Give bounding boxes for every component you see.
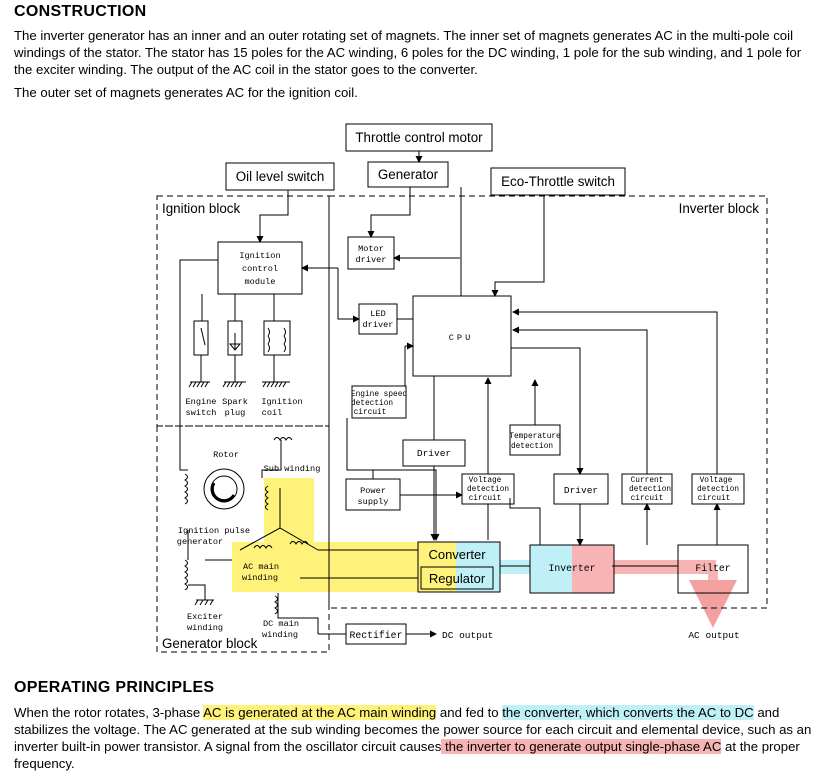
regulator-label: Regulator [429, 571, 486, 586]
engine-speed-line3: circuit [354, 409, 387, 417]
ignition-block-label: Ignition block [162, 201, 240, 216]
spark-plug-line2: plug [225, 408, 246, 418]
ac-main-winding-line1: AC main [243, 562, 279, 572]
pink-link [612, 560, 716, 574]
ignition-coil-line2: coil [262, 408, 283, 418]
generator-block-outline [156, 425, 330, 653]
converter-label: Converter [428, 547, 486, 562]
voltage-detection-1-line1: Voltage [469, 477, 502, 485]
driver-2-label: Driver [564, 485, 598, 496]
yellow-highlight-sub-winding [264, 478, 314, 542]
voltage-detection-1-line3: circuit [469, 495, 502, 503]
operating-text-2: and fed to [436, 705, 503, 720]
motor-driver-line1: Motor [358, 244, 384, 254]
generator-label: Generator [378, 167, 439, 182]
generator-block-label: Generator block [162, 636, 258, 651]
voltage-detection-1-line2: detection [467, 486, 509, 494]
voltage-detection-2-line2: detection [697, 486, 739, 494]
voltage-detection-2-line3: circuit [698, 495, 731, 503]
ignition-pulse-line2: generator [177, 537, 223, 547]
engine-switch-line1: Engine [186, 397, 217, 407]
dc-output-label: DC output [442, 630, 493, 641]
led-driver-line2: driver [363, 320, 394, 330]
ac-main-winding-line2: winding [242, 573, 278, 583]
construction-heading: CONSTRUCTION [14, 3, 147, 20]
rotor-label: Rotor [213, 450, 239, 460]
ignition-block-outline [156, 195, 330, 427]
operating-text-3: and stabilizes the voltage. The AC gener… [14, 705, 812, 754]
operating-text-1: When the rotor rotates, 3-phase [14, 705, 204, 720]
construction-paragraph-2: The outer set of magnets generates AC fo… [14, 85, 358, 100]
ignition-pulse-line1: Ignition pulse [178, 526, 250, 536]
exciter-winding-line1: Exciter [187, 612, 223, 622]
dc-main-winding-line1: DC main [263, 619, 299, 629]
operating-highlight-converter: the converter, which converts the AC to … [502, 705, 754, 720]
voltage-detection-2-line1: Voltage [700, 477, 733, 485]
operating-highlight-ac: AC is generated at the AC main winding [203, 705, 437, 720]
cyan-highlight-inverter [530, 545, 572, 593]
driver-1-label: Driver [417, 448, 451, 459]
operating-highlight-inverter: the inverter to generate output single-p… [441, 739, 722, 754]
ignition-module-line2: control [242, 264, 278, 274]
ignition-module-line1: Ignition [239, 251, 280, 261]
construction-paragraph-1: The inverter generator has an inner and … [14, 28, 802, 77]
pink-highlight-inverter [572, 545, 614, 593]
led-driver-line1: LED [370, 309, 385, 319]
operating-heading: OPERATING PRINCIPLES [14, 679, 215, 696]
temperature-line2: detection [511, 443, 553, 451]
dc-main-winding-line2: winding [262, 630, 298, 640]
sub-winding-label: Sub winding [264, 464, 321, 474]
operating-paragraph: When the rotor rotates, 3-phase AC is ge… [14, 704, 814, 772]
ignition-coil-line1: Ignition [261, 397, 302, 407]
power-supply-line1: Power [360, 486, 386, 496]
motor-driver-line2: driver [356, 255, 387, 265]
engine-switch-line2: switch [186, 408, 217, 418]
current-detection-line1: Current [631, 477, 664, 485]
current-detection-line3: circuit [631, 495, 664, 503]
engine-speed-line1: Engine speed [351, 391, 407, 399]
ac-output-label: AC output [688, 630, 739, 641]
current-detection-line2: detection [629, 486, 671, 494]
engine-speed-line2: detection [351, 400, 393, 408]
inverter-block-label: Inverter block [679, 201, 760, 216]
cyan-link [496, 560, 532, 574]
filter-label: Filter [695, 563, 730, 574]
temperature-line1: Temperature [509, 433, 561, 441]
cpu-label: CPU [449, 333, 473, 343]
eco-throttle-switch-label: Eco-Throttle switch [501, 174, 615, 189]
pink-output-link [708, 570, 718, 610]
oil-level-switch-label: Oil level switch [236, 169, 325, 184]
power-supply-line2: supply [358, 497, 389, 507]
throttle-control-motor-label: Throttle control motor [355, 130, 483, 145]
inverter-label: Inverter [548, 563, 595, 574]
ignition-module-line3: module [245, 277, 276, 287]
exciter-winding-line2: winding [187, 623, 223, 633]
operating-text-4: at the proper frequency. [14, 739, 800, 771]
rectifier-label: Rectifier [350, 630, 403, 641]
spark-plug-line1: Spark [222, 397, 248, 407]
inverter-block-outline [328, 195, 768, 609]
